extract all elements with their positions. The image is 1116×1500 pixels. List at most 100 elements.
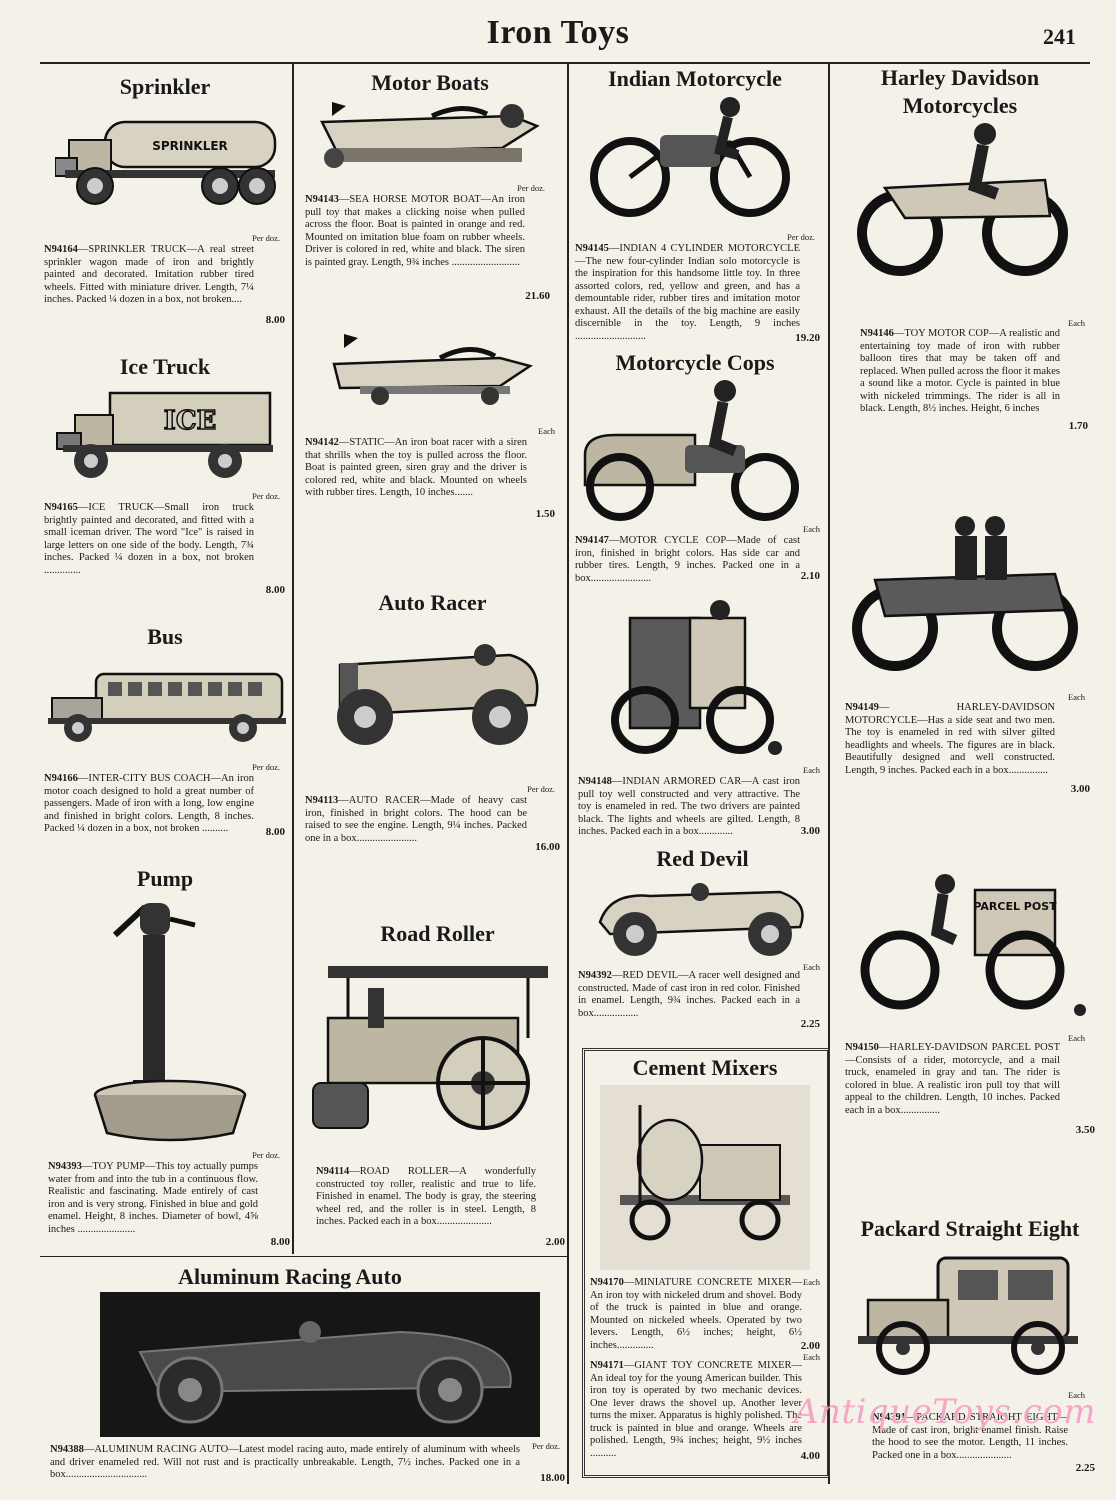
- item-description: N94164—SPRINKLER TRUCK—A real street spr…: [44, 244, 254, 307]
- item-price: 16.00: [535, 841, 560, 853]
- section-heading: Motorcycle Cops: [615, 350, 775, 375]
- price-unit: Per doz.: [532, 1441, 560, 1451]
- item-description: N94146—TOY MOTOR COP—A realistic and ent…: [860, 328, 1060, 416]
- description-text: —TOY PUMP—This toy actually pumps water …: [48, 1161, 258, 1235]
- item-price: 2.10: [800, 570, 820, 582]
- item-price: 8.00: [265, 584, 285, 596]
- section-heading: Sprinkler: [119, 74, 211, 99]
- catalog-number: N94171: [590, 1360, 624, 1371]
- item-price: 2.00: [800, 1340, 820, 1352]
- item-price: 1.70: [1068, 420, 1088, 432]
- item-description: N94391—PACKARD STRAIGHT EIGHT—Made of ca…: [872, 1412, 1068, 1462]
- catalog-number: N94150: [845, 1042, 879, 1053]
- catalog-number: N94149: [845, 702, 879, 713]
- price-unit: Each: [1068, 318, 1085, 328]
- catalog-number: N94391: [872, 1412, 906, 1423]
- catalog-number: N94166: [44, 773, 78, 784]
- catalog-number: N94393: [48, 1161, 82, 1172]
- section-heading: Harley Davidson Motorcycles: [880, 65, 1040, 118]
- description-text: —AUTO RACER—Made of heavy cast iron, fin…: [305, 795, 527, 844]
- price-unit: Per doz.: [252, 1150, 280, 1160]
- ice-truck-illustration: ICE: [55, 385, 280, 485]
- static-boat-illustration: [320, 330, 545, 415]
- description-text: —HARLEY-DAVIDSON PARCEL POST—Consists of…: [845, 1042, 1060, 1116]
- toy-pump-illustration: [85, 895, 255, 1145]
- price-unit: Per doz.: [252, 762, 280, 772]
- item-price: 2.00: [545, 1236, 565, 1248]
- price-unit: Per doz.: [252, 491, 280, 501]
- sea-horse-boat-illustration: [312, 96, 547, 174]
- red-devil-racer-illustration: [590, 872, 815, 962]
- item-price: 8.00: [270, 1236, 290, 1248]
- description-text: —ICE TRUCK—Small iron truck brightly pai…: [44, 502, 254, 576]
- item-price: 2.25: [1075, 1462, 1095, 1474]
- item-price: 1.50: [535, 508, 555, 520]
- sprinkler-truck-illustration: SPRINKLER: [55, 100, 280, 210]
- section-heading: Red Devil: [656, 846, 749, 871]
- section-heading: Ice Truck: [119, 354, 211, 379]
- section-heading: Indian Motorcycle: [608, 66, 782, 91]
- catalog-number: N94114: [316, 1166, 350, 1177]
- description-text: — HARLEY-DAVIDSON MOTORCYCLE—Has a side …: [845, 702, 1055, 776]
- catalog-number: N94142: [305, 437, 339, 448]
- item-description: N94148—INDIAN ARMORED CAR—A cast iron pu…: [578, 776, 800, 839]
- watermark: AntiqueToys.com: [794, 1392, 1096, 1432]
- item-price: 2.25: [800, 1018, 820, 1030]
- packard-sedan-illustration: [848, 1248, 1088, 1378]
- bus-illustration: [48, 660, 288, 745]
- price-unit: Each: [538, 426, 555, 436]
- concrete-mixer-illustration: [600, 1085, 810, 1270]
- item-description: N94170—MINIATURE CONCRETE MIXER—An iron …: [590, 1277, 802, 1352]
- item-description: N94147—MOTOR CYCLE COP—Made of cast iron…: [575, 535, 800, 585]
- column-divider-3: [828, 64, 830, 1484]
- description-text: —SPRINKLER TRUCK—A real street sprinkler…: [44, 244, 254, 305]
- item-price: 19.20: [795, 332, 820, 344]
- parcel-post-label: PARCEL POST: [973, 900, 1057, 913]
- description-text: —SEA HORSE MOTOR BOAT—An iron pull toy t…: [305, 194, 525, 268]
- description-text: —INDIAN 4 CYLINDER MOTORCYCLE—The new fo…: [575, 243, 800, 342]
- price-unit: Each: [803, 765, 820, 775]
- price-unit: Per doz.: [527, 784, 555, 794]
- road-roller-illustration: [308, 958, 558, 1138]
- page-number: 241: [1043, 24, 1076, 49]
- auto-racer-illustration: [310, 625, 550, 750]
- indian-armored-car-illustration: [590, 598, 790, 758]
- item-description: N94165—ICE TRUCK—Small iron truck bright…: [44, 502, 254, 577]
- motorcycle-cop-illustration: [575, 375, 810, 523]
- description-text: —INDIAN ARMORED CAR—A cast iron pull toy…: [578, 776, 800, 837]
- top-rule: [40, 62, 1090, 64]
- racing-auto-top-rule: [40, 1256, 567, 1257]
- section-heading: Pump: [136, 866, 194, 891]
- description-text: —ROAD ROLLER—A wonderfully constructed t…: [316, 1166, 536, 1227]
- catalog-number: N94164: [44, 244, 78, 255]
- toy-motor-cop-illustration: [845, 118, 1085, 293]
- item-description: N94393—TOY PUMP—This toy actually pumps …: [48, 1161, 258, 1236]
- price-unit: Each: [1068, 692, 1085, 702]
- item-description: N94114—ROAD ROLLER—A wonderfully constru…: [316, 1166, 536, 1229]
- item-description: N94392—RED DEVIL—A racer well designed a…: [578, 970, 800, 1020]
- item-description: N94143—SEA HORSE MOTOR BOAT—An iron pull…: [305, 194, 525, 269]
- catalog-number: N94146: [860, 328, 894, 339]
- item-description: N94113—AUTO RACER—Made of heavy cast iro…: [305, 795, 527, 845]
- price-unit: Each: [803, 962, 820, 972]
- aluminum-racing-auto-illustration: [100, 1292, 540, 1437]
- price-unit: Per doz.: [787, 232, 815, 242]
- item-description: N94388—ALUMINUM RACING AUTO—Latest model…: [50, 1444, 520, 1482]
- description-text: —ALUMINUM RACING AUTO—Latest model racin…: [50, 1444, 520, 1480]
- sprinkler-tank-label: SPRINKLER: [152, 139, 228, 153]
- item-price: 21.60: [525, 290, 550, 302]
- item-description: N94145—INDIAN 4 CYLINDER MOTORCYCLE—The …: [575, 243, 800, 343]
- item-price: 4.00: [800, 1450, 820, 1462]
- item-description: N94149— HARLEY-DAVIDSON MOTORCYCLE—Has a…: [845, 702, 1055, 777]
- description-text: —GIANT TOY CONCRETE MIXER—An ideal toy f…: [590, 1360, 802, 1459]
- harley-davidson-sidecar-illustration: [845, 510, 1085, 675]
- section-heading: Motor Boats: [371, 70, 489, 95]
- price-unit: Each: [803, 1277, 820, 1287]
- item-price: 8.00: [265, 314, 285, 326]
- price-unit: Each: [1068, 1033, 1085, 1043]
- item-price: 3.00: [1070, 783, 1090, 795]
- catalog-number: N94170: [590, 1277, 624, 1288]
- catalog-number: N94147: [575, 535, 609, 546]
- harley-parcel-post-illustration: PARCEL POST: [855, 870, 1090, 1020]
- section-heading: Cement Mixers: [632, 1055, 778, 1080]
